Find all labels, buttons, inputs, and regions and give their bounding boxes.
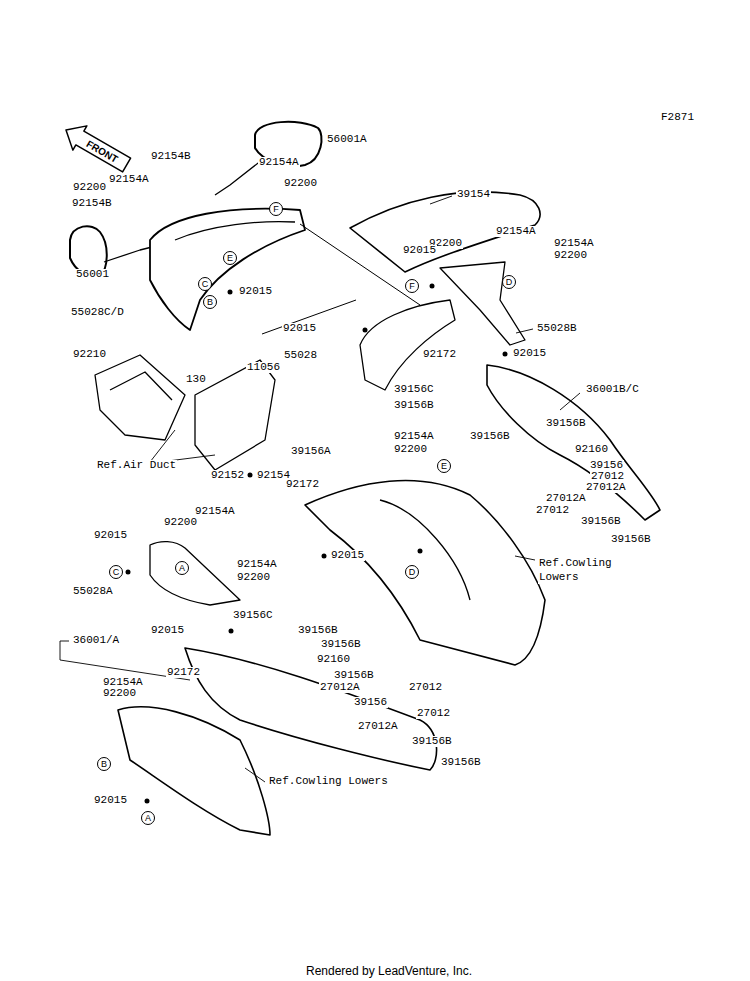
part-number: 92160 [574, 444, 609, 455]
part-number: 92160 [316, 654, 351, 665]
part-number: Ref.Air Duct [96, 460, 177, 471]
part-number: 39156B [393, 400, 435, 411]
part-number: Ref.Cowling Lowers [538, 556, 622, 584]
reference-circle: E [223, 251, 237, 265]
part-number: 39156C [232, 610, 274, 621]
part-number: 92154B [150, 151, 192, 162]
render-credit: Rendered by LeadVenture, Inc. [305, 964, 473, 978]
part-number: 92210 [72, 349, 107, 360]
reference-circle: D [502, 275, 516, 289]
part-number: 92154A [495, 226, 537, 237]
reference-circle: B [203, 295, 217, 309]
part-number: 92200 [72, 182, 107, 193]
part-number: 92015 [238, 286, 273, 297]
part-number: 27012A [357, 721, 399, 732]
part-number: 92154A [194, 506, 236, 517]
reference-letter: E [441, 462, 447, 471]
part-number: 92015 [330, 550, 365, 561]
part-number: 39156B [333, 670, 375, 681]
part-number: 92015 [282, 323, 317, 334]
reference-circle: A [141, 811, 155, 825]
reference-circle: A [175, 561, 189, 575]
part-number: 92015 [402, 245, 437, 256]
part-number: 130 [185, 374, 207, 385]
reference-letter: C [202, 280, 209, 289]
part-number: 27012A [319, 682, 361, 693]
reference-circle: F [269, 202, 283, 216]
part-number: 92172 [285, 479, 320, 490]
reference-circle: E [437, 459, 451, 473]
part-number: 27012A [585, 482, 627, 493]
part-number: 92154A [236, 559, 278, 570]
reference-letter: D [506, 278, 513, 287]
part-number: 55028A [72, 586, 114, 597]
part-number: 56001A [326, 134, 368, 145]
part-number: 39156B [545, 418, 587, 429]
part-number: 36001/A [72, 635, 120, 646]
part-number: 55028 [283, 350, 318, 361]
part-number: 92154A [393, 431, 435, 442]
part-number: 92172 [166, 667, 201, 678]
part-number: 92152 [210, 470, 245, 481]
part-number: 92200 [163, 517, 198, 528]
reference-circle: C [198, 277, 212, 291]
part-number: 92015 [150, 625, 185, 636]
part-number: 39156B [411, 736, 453, 747]
reference-circle: C [109, 565, 123, 579]
reference-letter: A [145, 814, 151, 823]
part-number: 39156B [440, 757, 482, 768]
part-number: 92200 [553, 250, 588, 261]
reference-letter: F [273, 205, 279, 214]
part-number: 92015 [512, 348, 547, 359]
reference-letter: E [227, 254, 233, 263]
part-number: 39156 [353, 697, 388, 708]
part-number: 27012 [408, 682, 443, 693]
part-number: 27012 [416, 708, 451, 719]
reference-letter: F [409, 282, 415, 291]
part-number: 56001 [75, 269, 110, 280]
reference-letter: B [101, 760, 107, 769]
reference-letter: B [207, 298, 213, 307]
part-number: 92200 [102, 688, 137, 699]
part-number: 55028C/D [70, 307, 125, 318]
part-number: 11056 [246, 362, 281, 373]
part-number: 92154A [553, 238, 595, 249]
part-number: 92200 [393, 444, 428, 455]
part-number: 39156B [580, 516, 622, 527]
part-number: 39156B [469, 431, 511, 442]
part-number: 39154 [456, 189, 491, 200]
part-number: 92200 [236, 572, 271, 583]
part-number: 55028B [536, 323, 578, 334]
reference-circle: D [405, 565, 419, 579]
part-number: 92154A [108, 174, 150, 185]
part-number: 27012 [590, 471, 625, 482]
part-number: 27012 [535, 505, 570, 516]
part-number: 92172 [422, 349, 457, 360]
part-number: 27012A [545, 493, 587, 504]
part-number: 92154A [258, 157, 300, 168]
reference-letter: D [409, 568, 416, 577]
part-number: 39156B [610, 534, 652, 545]
figure-code: F2871 [660, 112, 695, 123]
part-number: 92200 [283, 178, 318, 189]
part-number: 39156C [393, 384, 435, 395]
part-number: Ref.Cowling Lowers [268, 776, 389, 787]
reference-letter: A [179, 564, 185, 573]
reference-letter: C [113, 568, 120, 577]
part-number: 39156 [589, 460, 624, 471]
reference-circle: B [97, 757, 111, 771]
part-number: 92015 [93, 795, 128, 806]
part-number: 92154B [71, 198, 113, 209]
reference-circle: F [405, 279, 419, 293]
part-number: 36001B/C [585, 384, 640, 395]
part-number: 39156B [297, 625, 339, 636]
part-number: 92015 [93, 530, 128, 541]
part-number: 92154A [102, 677, 144, 688]
part-number: 39156B [320, 639, 362, 650]
part-number: 39156A [290, 446, 332, 457]
